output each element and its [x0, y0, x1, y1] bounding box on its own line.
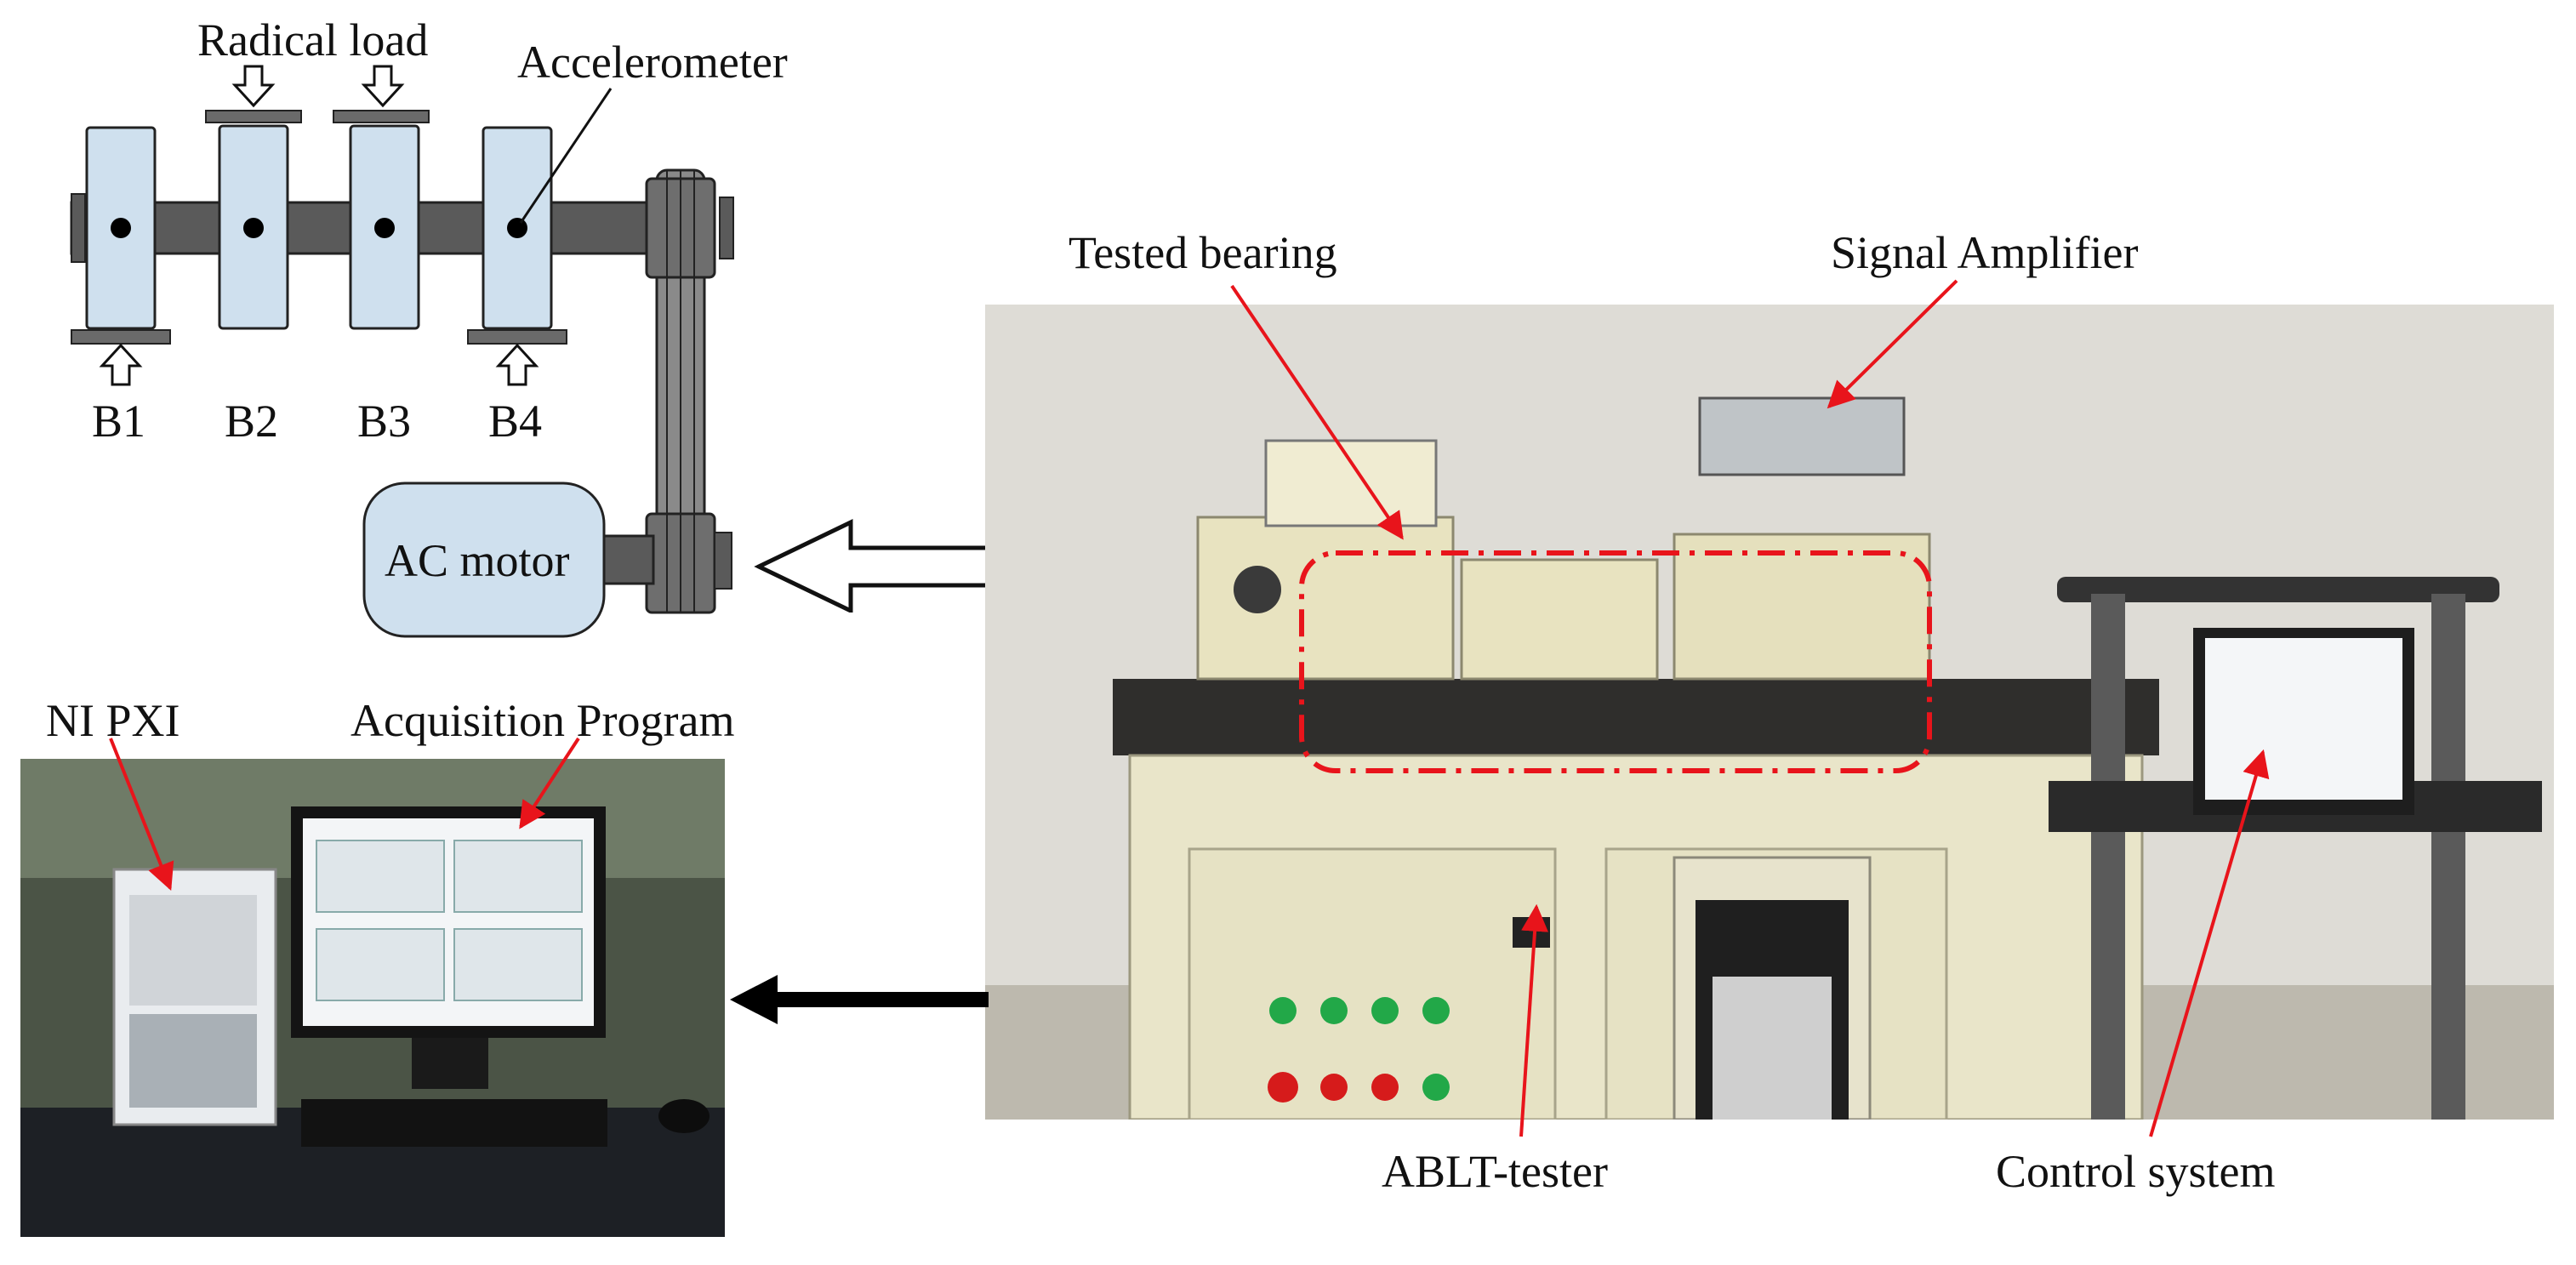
- acquisition-program-label: Acquisition Program: [350, 695, 735, 746]
- signal-amplifier: [1698, 396, 1906, 476]
- ablt-tester-label: ABLT-tester: [1382, 1146, 1608, 1197]
- load-plate-b3: [333, 110, 430, 123]
- load-plate-b2: [205, 110, 302, 123]
- control-cart: [2057, 577, 2499, 602]
- acquisition-photo: [20, 759, 725, 1237]
- sensor-dot-b2: [243, 218, 264, 238]
- load-arrow-b2: [231, 65, 276, 108]
- bearing-label-b2: B2: [225, 396, 279, 447]
- signal-amplifier-label: Signal Amplifier: [1831, 227, 2139, 278]
- support-arrow-b4: [495, 343, 539, 386]
- shaft-end-right: [719, 197, 734, 259]
- sensor-dot-b3: [374, 218, 395, 238]
- accelerometer-label: Accelerometer: [517, 37, 788, 88]
- shaft-end-left: [71, 193, 86, 263]
- bearing-label-b3: B3: [357, 396, 412, 447]
- button-red: [1371, 1074, 1399, 1101]
- sensor-dot-b1: [111, 218, 131, 238]
- load-arrow-b3: [361, 65, 405, 108]
- housing: [1460, 558, 1659, 681]
- test-rig-schematic: [70, 65, 734, 638]
- button-red: [1320, 1074, 1348, 1101]
- abltester-photo: [985, 305, 2554, 1120]
- button-red: [1268, 1072, 1298, 1103]
- radial-load-label: Radical load: [197, 14, 429, 66]
- tester-table-top: [1113, 679, 2159, 755]
- photo-illustration: [985, 305, 2554, 1120]
- sensor-dot-b4: [507, 218, 527, 238]
- keyboard: [301, 1099, 607, 1147]
- acquisition-program-arrow: [519, 737, 580, 829]
- bearing-label-b1: B1: [92, 396, 146, 447]
- motor-shaft: [601, 534, 655, 585]
- tested-bearing-arrow: [1230, 284, 1404, 540]
- control-system-arrow: [2149, 749, 2270, 1137]
- accelerometer-leader: [519, 88, 613, 224]
- ni-pxi-arrow: [109, 738, 174, 891]
- bearing-label-b4: B4: [488, 396, 543, 447]
- mouse: [658, 1099, 710, 1133]
- ablt-tester-arrow: [1519, 903, 1549, 1137]
- signal-amplifier-arrow: [1827, 279, 1958, 409]
- button-green: [1422, 1074, 1450, 1101]
- button-green: [1269, 997, 1297, 1024]
- ac-motor: [362, 481, 606, 638]
- button-green: [1371, 997, 1399, 1024]
- acquisition-illustration: [20, 759, 725, 1237]
- support-arrow-b1: [99, 343, 143, 386]
- button-green: [1320, 997, 1348, 1024]
- ni-pxi-label: NI PXI: [46, 695, 180, 746]
- housing: [1673, 533, 1931, 681]
- tested-bearing-highlight: [1299, 550, 1932, 773]
- solid-arrow-left: [730, 975, 989, 1024]
- ac-motor-label: AC motor: [385, 535, 570, 586]
- control-system-label: Control system: [1996, 1146, 2276, 1197]
- button-green: [1422, 997, 1450, 1024]
- tested-bearing-label: Tested bearing: [1069, 227, 1337, 278]
- motor-shaft-end: [714, 532, 732, 590]
